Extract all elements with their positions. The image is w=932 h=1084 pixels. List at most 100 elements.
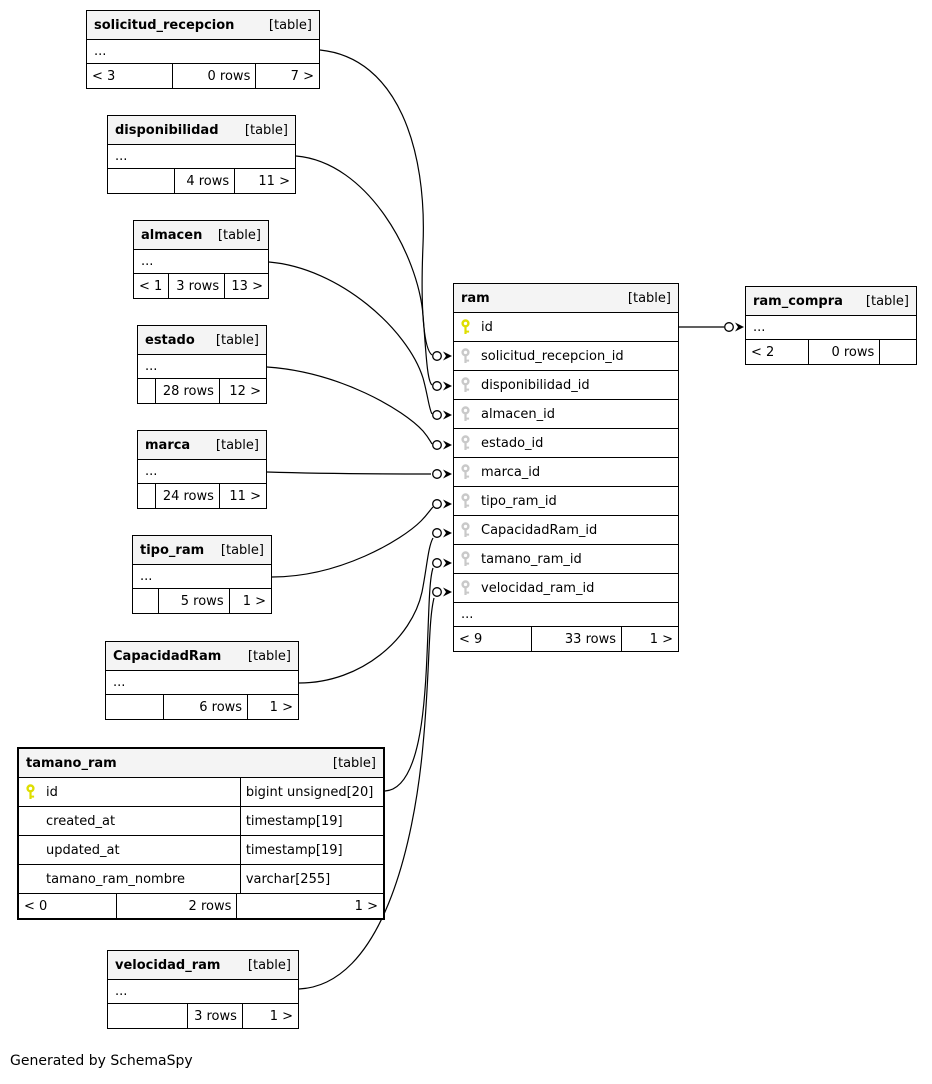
- columns-ellipsis-row: ...: [133, 565, 271, 589]
- relationship-edge-tamano_ram: [384, 567, 434, 792]
- row-count: 0 rows: [809, 340, 881, 364]
- edge-arrowhead-icon: [443, 499, 452, 509]
- table-header: tipo_ram[table]: [133, 536, 271, 565]
- related-children-count: 1 >: [269, 1008, 293, 1024]
- edge-arrowhead-icon: [443, 410, 452, 420]
- edge-circle-terminator: [724, 322, 734, 332]
- row-count: 4 rows: [175, 169, 236, 193]
- row-count: 2 rows: [117, 894, 238, 918]
- table-header: solicitud_recepcion[table]: [87, 11, 319, 40]
- table-header: ram_compra[table]: [746, 287, 916, 316]
- table-name: marca: [145, 437, 191, 453]
- edge-arrowhead-icon: [443, 351, 452, 361]
- column-row-CapacidadRam_id: CapacidadRam_id: [454, 516, 678, 545]
- key-icon-slot: [25, 783, 37, 801]
- column-name: created_at: [46, 813, 116, 829]
- edge-circle-terminator: [432, 528, 442, 538]
- table-type-tag: [table]: [220, 542, 264, 558]
- key-icon-slot: [460, 550, 472, 568]
- foreign-key-icon: [461, 492, 470, 508]
- edge-circle-terminator: [432, 440, 442, 450]
- related-children-count: 1 >: [354, 898, 378, 914]
- key-icon-slot: [460, 318, 472, 336]
- related-children-count: 1 >: [649, 631, 673, 647]
- row-count: 33 rows: [532, 627, 622, 651]
- row-count: 28 rows: [156, 379, 220, 403]
- foreign-key-icon: [461, 405, 470, 421]
- key-icon-slot: [460, 463, 472, 481]
- table-name: velocidad_ram: [115, 957, 221, 973]
- column-name: updated_at: [46, 842, 120, 858]
- column-row-almacen_id: almacen_id: [454, 400, 678, 429]
- table-header: marca[table]: [138, 431, 266, 460]
- table-name: tamano_ram: [26, 755, 117, 771]
- table-type-tag: [table]: [247, 648, 291, 664]
- ellipsis-label: ...: [145, 359, 158, 374]
- edge-arrowhead-icon: [443, 440, 452, 450]
- table-type-tag: [table]: [215, 332, 259, 348]
- column-name: estado_id: [481, 435, 544, 451]
- table-type-tag: [table]: [247, 957, 291, 973]
- columns-ellipsis-row: ...: [108, 145, 295, 169]
- ellipsis-label: ...: [145, 464, 158, 479]
- related-parents-count: < 0: [19, 894, 118, 918]
- ellipsis-label: ...: [461, 607, 474, 622]
- column-row-disponibilidad_id: disponibilidad_id: [454, 371, 678, 400]
- column-name: tamano_ram_nombre: [46, 871, 186, 887]
- column-row-tamano_ram_nombre: tamano_ram_nombre varchar[255]: [19, 865, 383, 894]
- column-name: tipo_ram_id: [481, 493, 557, 509]
- edge-circle-terminator: [432, 351, 442, 361]
- row-count: 3 rows: [169, 274, 226, 298]
- key-icon-slot: [460, 492, 472, 510]
- columns-ellipsis-row: ...: [138, 460, 266, 484]
- table-header: estado[table]: [138, 326, 266, 355]
- foreign-key-icon: [461, 347, 470, 363]
- table-header: ram[table]: [454, 284, 678, 313]
- columns-ellipsis-row: ...: [134, 250, 268, 274]
- edge-arrowhead-icon: [443, 528, 452, 538]
- generated-by-note: Generated by SchemaSpy: [10, 1053, 193, 1069]
- row-count: 0 rows: [173, 64, 257, 88]
- column-row-id: id: [454, 313, 678, 342]
- edge-circle-terminator: [432, 558, 442, 568]
- edge-arrowhead-icon: [443, 558, 452, 568]
- edge-circle-terminator: [432, 499, 442, 509]
- key-icon-slot: [460, 405, 472, 423]
- row-count: 5 rows: [159, 589, 230, 613]
- primary-key-icon: [461, 318, 470, 334]
- table-type-tag: [table]: [244, 122, 288, 138]
- edge-circle-terminator: [432, 410, 442, 420]
- related-children-count: 11 >: [229, 488, 261, 504]
- key-icon-slot: [460, 376, 472, 394]
- related-children-count: [880, 340, 916, 364]
- table-type-tag: [table]: [627, 290, 671, 306]
- column-name: solicitud_recepcion_id: [481, 348, 624, 364]
- column-name: id: [46, 784, 58, 800]
- column-name: almacen_id: [481, 406, 555, 422]
- column-name: marca_id: [481, 464, 541, 480]
- related-children-count: 7 >: [290, 68, 314, 84]
- relationship-edge-velocidad_ram: [298, 597, 435, 990]
- ellipsis-label: ...: [753, 320, 766, 335]
- related-parents-count: [108, 169, 176, 193]
- column-type: varchar[255]: [239, 865, 383, 893]
